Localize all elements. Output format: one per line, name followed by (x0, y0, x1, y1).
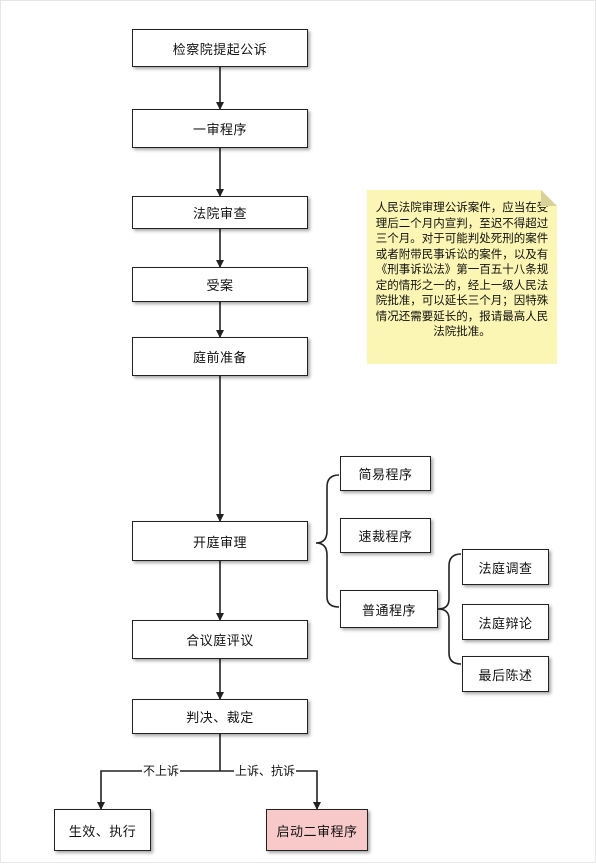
brace-normal-steps (437, 553, 462, 665)
flow-node-judgment: 判决、裁定 (132, 699, 308, 734)
flow-node-first-instance: 一审程序 (132, 109, 308, 148)
flow-node-pretrial-preparation: 庭前准备 (132, 337, 308, 376)
branch-label-appeal: 上诉、抗诉 (234, 764, 297, 778)
procedure-normal: 普通程序 (340, 590, 438, 628)
flow-node-collegial-deliberation: 合议庭评议 (132, 620, 308, 659)
flow-node-court-trial: 开庭审理 (132, 521, 308, 561)
brace-procedures (315, 474, 340, 608)
flow-node-case-acceptance: 受案 (132, 267, 308, 302)
procedure-fast: 速裁程序 (340, 518, 431, 553)
step-court-investigation: 法庭调查 (462, 549, 549, 585)
flow-node-prosecution: 检察院提起公诉 (132, 29, 308, 67)
step-final-statement: 最后陈述 (462, 656, 549, 692)
trial-deadline-note: 人民法院审理公诉案件，应当在受理后二个月内宣判，至迟不得超过三个月。对于可能判处… (367, 190, 557, 364)
flow-node-effective-execution: 生效、执行 (54, 809, 151, 851)
procedure-simple: 简易程序 (340, 456, 431, 491)
flow-node-second-instance: 启动二审程序 (266, 809, 368, 851)
flow-node-court-review: 法院审查 (132, 196, 308, 229)
branch-label-no-appeal: 不上诉 (142, 764, 181, 778)
step-court-debate: 法庭辩论 (462, 604, 549, 640)
branch-left-line (97, 770, 220, 810)
